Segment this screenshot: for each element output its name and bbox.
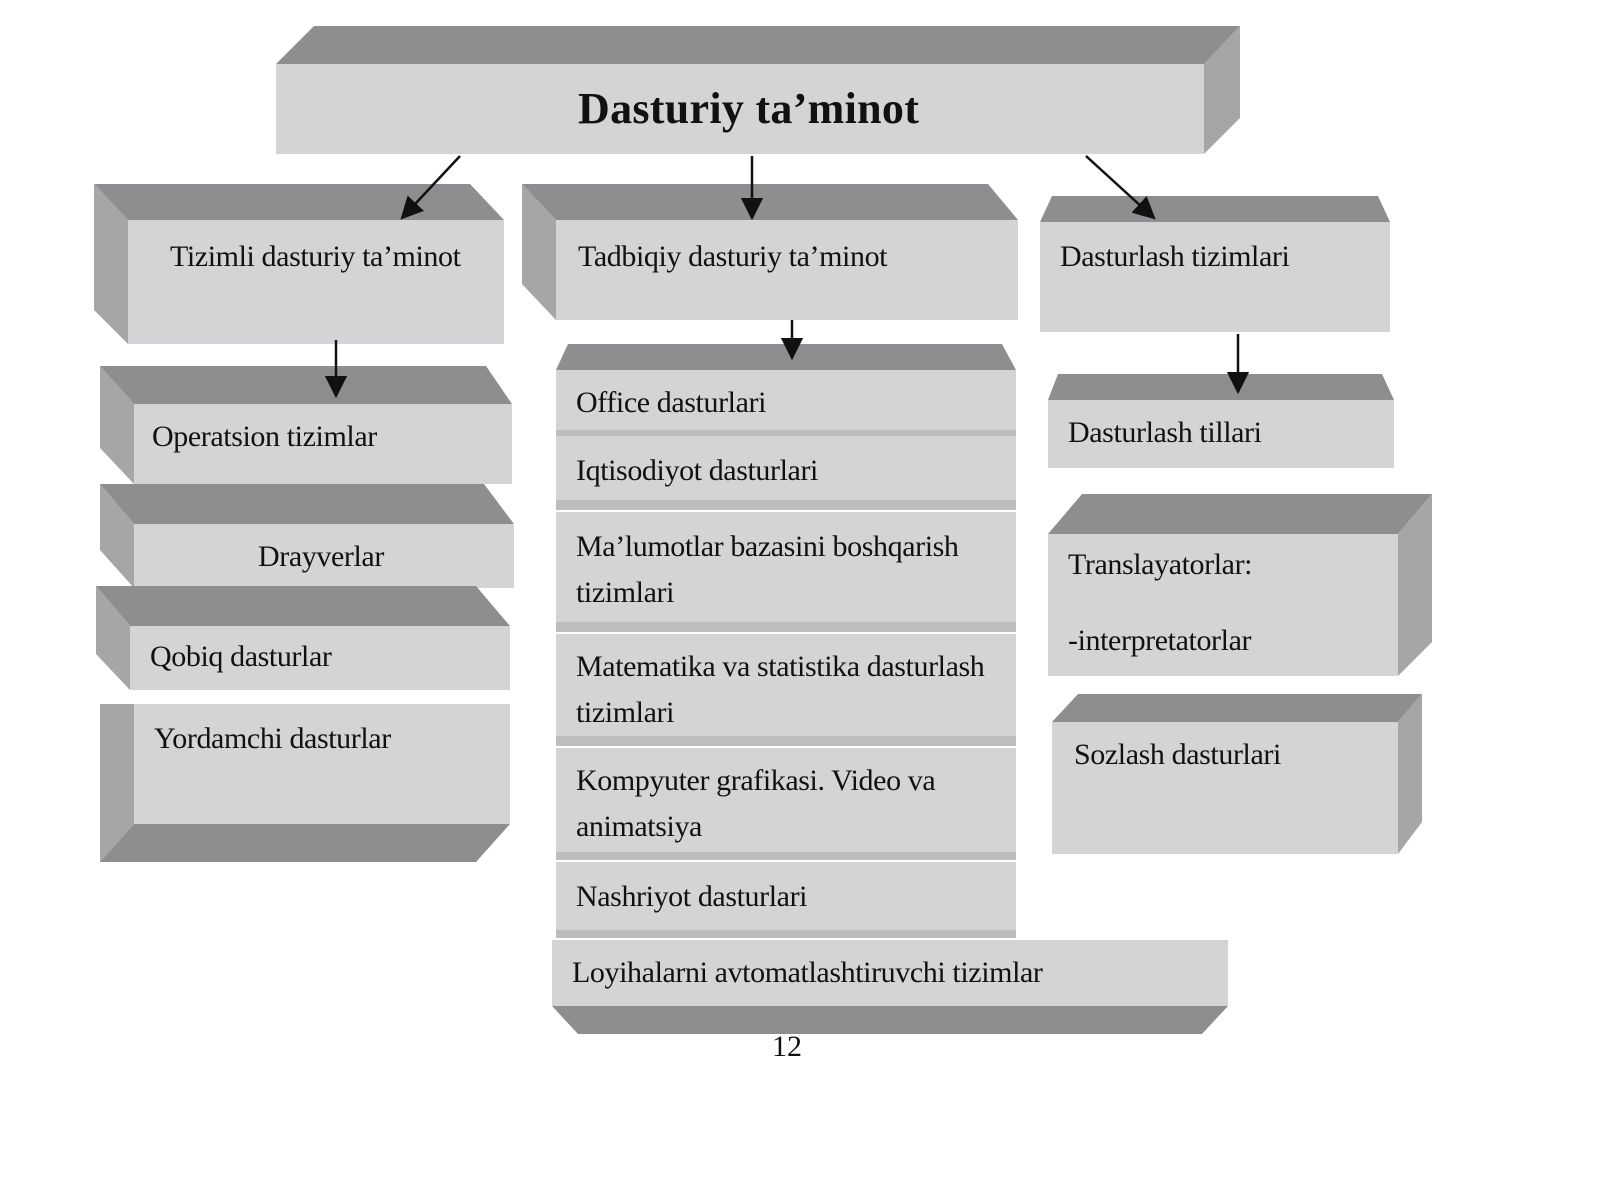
arrow-root-to-system	[400, 155, 461, 220]
shell-programs-node: Qobiq dasturlar	[96, 586, 510, 690]
drivers-shape	[100, 484, 514, 588]
system-software-label: Tizimli dasturiy ta’minot	[170, 240, 461, 273]
root-label: Dasturiy ta’minot	[578, 84, 920, 133]
math-statistics-label: Matematika va statistika dasturlash tizi…	[576, 650, 985, 729]
debugging-programs-label: Sozlash dasturlari	[1074, 738, 1281, 771]
project-automation-node: Loyihalarni avtomatlashtiruvchi tizimlar	[552, 940, 1228, 1034]
debugging-programs-shape	[1052, 694, 1422, 854]
programming-languages-label: Dasturlash tillari	[1068, 416, 1262, 449]
operating-systems-node: Operatsion tizimlar	[100, 366, 512, 484]
translators-shape	[1048, 494, 1432, 676]
publishing-shape	[556, 862, 1016, 938]
translators-node: Translayatorlar: -interpretatorlar	[1048, 494, 1432, 676]
programming-languages-shape	[1048, 374, 1394, 468]
office-programs-label: Office dasturlari	[576, 386, 767, 419]
publishing-node: Nashriyot dasturlari	[556, 862, 1016, 938]
system-software-shape	[94, 184, 504, 344]
operating-systems-shape	[100, 366, 512, 484]
applied-software-node: Tadbiqiy dasturiy ta’minot	[522, 184, 1018, 320]
office-economy-node: Office dasturlari Iqtisodiyot dasturlari	[556, 344, 1016, 510]
programming-systems-node: Dasturlash tizimlari	[1040, 196, 1390, 332]
shell-programs-shape	[96, 586, 510, 690]
drivers-node: Drayverlar	[100, 484, 514, 588]
arrow-root-to-programming	[1085, 155, 1156, 220]
page-number: 12	[772, 1030, 802, 1063]
office-economy-shape	[556, 344, 1016, 510]
utility-programs-label: Yordamchi dasturlar	[154, 722, 391, 755]
database-management-node: Ma’lumotlar bazasini boshqarish tizimlar…	[556, 512, 1016, 632]
database-management-shape	[556, 512, 1016, 632]
operating-systems-label: Operatsion tizimlar	[152, 420, 377, 453]
graphics-video-label: Kompyuter grafikasi. Video va animatsiya	[576, 764, 936, 843]
programming-languages-node: Dasturlash tillari	[1048, 374, 1394, 468]
debugging-programs-node: Sozlash dasturlari	[1052, 694, 1422, 854]
drivers-label: Drayverlar	[258, 540, 384, 573]
interpreters-label: -interpretatorlar	[1068, 624, 1252, 657]
programming-systems-label: Dasturlash tizimlari	[1060, 240, 1290, 273]
math-statistics-node: Matematika va statistika dasturlash tizi…	[556, 634, 1016, 746]
project-automation-label: Loyihalarni avtomatlashtiruvchi tizimlar	[572, 956, 1043, 989]
applied-software-shape	[522, 184, 1018, 320]
root-node-shape	[276, 26, 1240, 154]
programming-systems-shape	[1040, 196, 1390, 332]
graphics-video-shape	[556, 748, 1016, 860]
utility-programs-shape	[100, 704, 510, 862]
math-statistics-shape	[556, 634, 1016, 746]
database-management-label: Ma’lumotlar bazasini boshqarish tizimlar…	[576, 530, 959, 609]
applied-software-label: Tadbiqiy dasturiy ta’minot	[578, 240, 888, 273]
root-node: Dasturiy ta’minot	[276, 26, 1240, 154]
translators-label: Translayatorlar:	[1068, 548, 1253, 581]
system-software-node: Tizimli dasturiy ta’minot	[94, 184, 504, 344]
project-automation-shape	[552, 940, 1228, 1034]
economy-programs-label: Iqtisodiyot dasturlari	[576, 454, 818, 487]
shell-programs-label: Qobiq dasturlar	[150, 640, 332, 673]
publishing-label: Nashriyot dasturlari	[576, 880, 808, 913]
utility-programs-node: Yordamchi dasturlar	[100, 704, 510, 862]
graphics-video-node: Kompyuter grafikasi. Video va animatsiya	[556, 748, 1016, 860]
